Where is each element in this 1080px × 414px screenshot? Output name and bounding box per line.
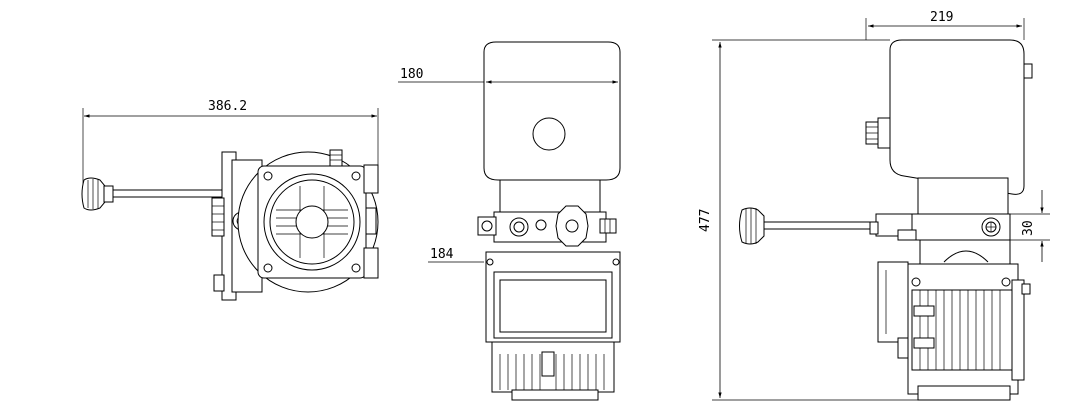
dimension-477: 477: [698, 39, 920, 401]
dimension-label-180: 180: [400, 67, 423, 82]
adapter-side: [919, 239, 1011, 265]
front-view: 180 184: [398, 41, 621, 401]
dimension-label-219: 219: [930, 10, 953, 25]
right-view: 477 219 30: [698, 10, 1050, 401]
dimension-180: 180: [398, 67, 618, 84]
tank-neck-side: [917, 177, 1009, 215]
dimension-219: 219: [865, 10, 1025, 40]
tank-neck: [499, 179, 601, 217]
tank-side: [865, 39, 1033, 195]
motor-side: [877, 261, 1031, 401]
left-view: 386.2: [81, 99, 379, 301]
adjust-rod-side: [739, 207, 871, 245]
valve-block-side: [869, 213, 1011, 241]
dimension-label-184: 184: [430, 247, 454, 262]
dimension-label-30: 30: [1021, 220, 1036, 236]
dimension-label-386: 386.2: [208, 99, 247, 114]
adjust-rod: [81, 177, 223, 211]
dimension-label-477: 477: [698, 209, 713, 232]
dimension-30: 30: [1008, 190, 1050, 262]
motor-housing: [237, 149, 379, 293]
oil-tank: [483, 41, 621, 181]
valve-block: [477, 205, 617, 247]
motor-front: [485, 251, 621, 401]
